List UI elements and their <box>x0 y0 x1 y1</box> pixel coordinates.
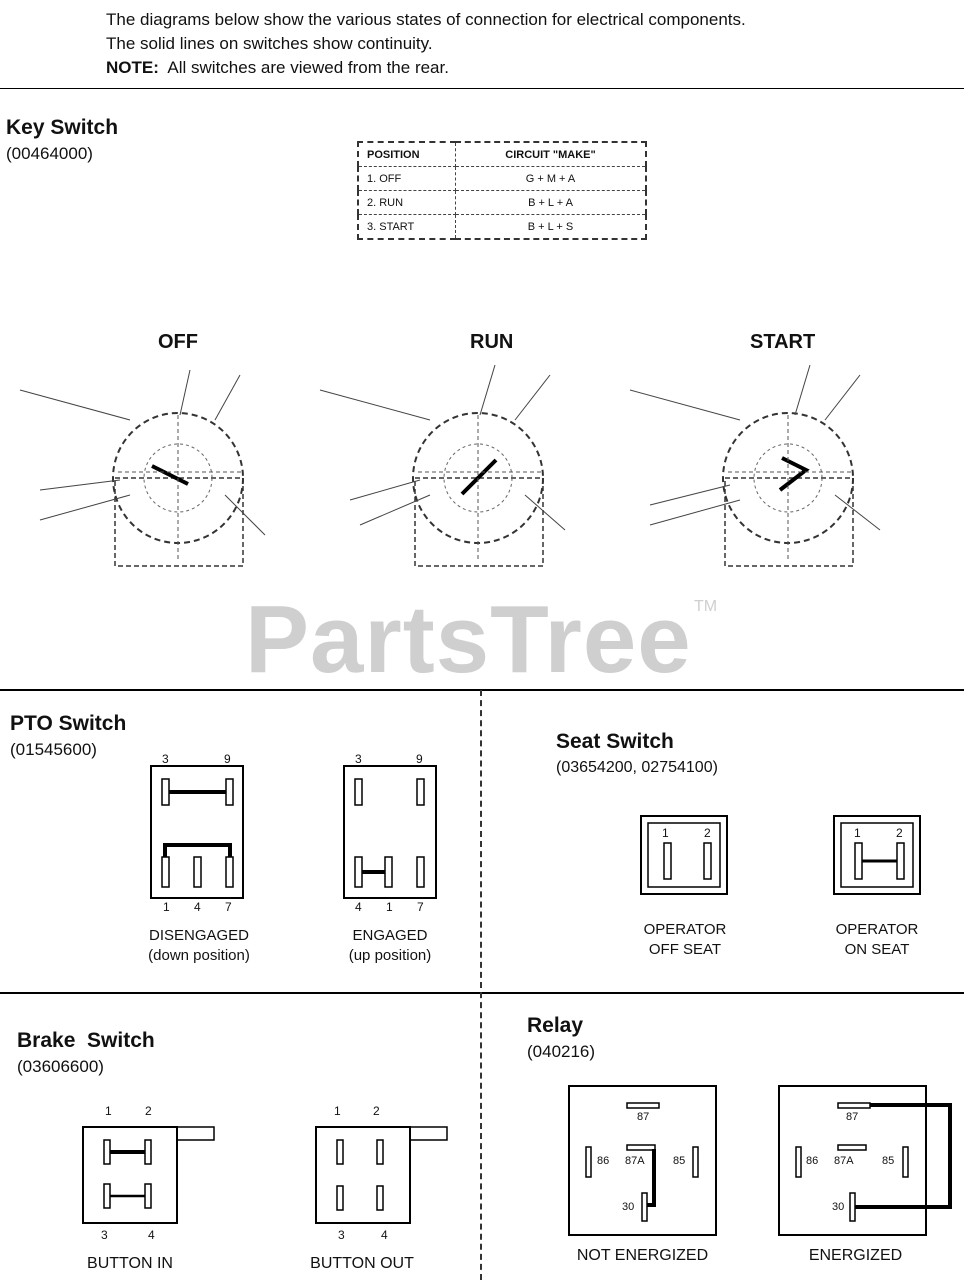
table-header-row: POSITION CIRCUIT "MAKE" <box>357 141 647 167</box>
key-switch-table: POSITION CIRCUIT "MAKE" 1. OFF G + M + A… <box>357 141 647 240</box>
key-switch-run-diagram <box>319 364 566 567</box>
table-header-cell: CIRCUIT "MAKE" <box>455 141 647 167</box>
table-header-cell: POSITION <box>357 141 456 167</box>
relay-energized-diagram <box>778 1085 952 1236</box>
table-cell: G + M + A <box>455 166 647 191</box>
pto-switch-title: PTO Switch <box>10 712 127 735</box>
table-cell: 3. START <box>357 214 456 240</box>
intro-text: The diagrams below show the various stat… <box>106 8 746 80</box>
relay-part-number: (040216) <box>527 1042 596 1061</box>
intro-line-1: The diagrams below show the various stat… <box>106 10 746 29</box>
seat-off-label: OPERATOR OFF SEAT <box>620 920 750 960</box>
relay-terminal-30: 30 <box>832 1201 845 1213</box>
pin-label: 7 <box>225 900 232 914</box>
brake-button-in-label: BUTTON IN <box>87 1255 173 1272</box>
label-line-2: (up position) <box>348 947 432 964</box>
divider-middle <box>0 689 964 691</box>
relay-terminal-87a: 87A <box>834 1155 854 1167</box>
intro-line-2: The solid lines on switches show continu… <box>106 34 433 53</box>
seat-switch-part-number: (03654200, 02754100) <box>556 759 718 776</box>
pin-label: 4 <box>381 1228 388 1242</box>
relay-title: Relay <box>527 1014 584 1037</box>
relay-terminal-85: 85 <box>882 1155 895 1167</box>
pin-label: 1 <box>105 1104 112 1118</box>
key-state-off-label: OFF <box>158 331 198 353</box>
pin-label: 4 <box>148 1228 155 1242</box>
note-label: NOTE: <box>106 58 159 77</box>
pin-label: 1 <box>334 1104 341 1118</box>
pin-label: 3 <box>338 1228 345 1242</box>
pin-label: 1 <box>854 826 861 840</box>
key-switch-title: Key Switch <box>6 116 119 139</box>
label-line-1: ENGAGED <box>352 927 428 944</box>
pin-label: 9 <box>224 752 231 766</box>
table-cell: B + L + S <box>455 214 647 240</box>
brake-button-in-diagram <box>82 1126 215 1224</box>
key-state-run-label: RUN <box>470 331 514 353</box>
table-cell: 2. RUN <box>357 190 456 215</box>
pin-label: 2 <box>373 1104 380 1118</box>
pin-label: 1 <box>163 900 170 914</box>
seat-switch-title: Seat Switch <box>556 730 674 753</box>
pin-label: 1 <box>662 826 669 840</box>
divider-top <box>0 88 964 89</box>
partstree-watermark: PartsTree <box>245 586 692 693</box>
label-line-1: OPERATOR <box>643 921 727 938</box>
pin-label: 7 <box>417 900 424 914</box>
relay-terminal-87a: 87A <box>625 1155 645 1167</box>
seat-off-diagram <box>640 815 728 895</box>
relay-terminal-85: 85 <box>673 1155 686 1167</box>
key-switch-part-number: (00464000) <box>6 144 93 163</box>
trademark-mark: TM <box>694 598 718 615</box>
label-line-1: OPERATOR <box>835 921 919 938</box>
table-row: 3. START B + L + S <box>357 214 647 240</box>
brake-switch-title: Brake Switch <box>17 1029 155 1052</box>
pto-engaged-label: ENGAGED (up position) <box>320 926 460 966</box>
key-switch-start-diagram <box>629 364 881 567</box>
relay-terminal-86: 86 <box>806 1155 819 1167</box>
pin-label: 3 <box>162 752 169 766</box>
label-line-1: DISENGAGED <box>148 927 250 944</box>
pto-disengaged-label: DISENGAGED (down position) <box>120 926 278 966</box>
pto-switch-part-number: (01545600) <box>10 740 97 759</box>
table-row: 2. RUN B + L + A <box>357 190 647 215</box>
relay-terminal-87: 87 <box>846 1111 859 1123</box>
seat-on-diagram <box>833 815 921 895</box>
label-line-2: (down position) <box>148 947 250 964</box>
key-switch-off-diagram <box>19 369 266 567</box>
table-row: 1. OFF G + M + A <box>357 166 647 191</box>
relay-not-energized-diagram <box>568 1085 717 1236</box>
brake-button-out-label: BUTTON OUT <box>310 1255 414 1272</box>
pin-label: 2 <box>704 826 711 840</box>
pto-disengaged-diagram <box>150 765 244 899</box>
pin-label: 4 <box>355 900 362 914</box>
label-line-2: ON SEAT <box>844 941 910 958</box>
table-cell: 1. OFF <box>357 166 456 191</box>
label-line-2: OFF SEAT <box>648 941 722 958</box>
intro-note: NOTE: All switches are viewed from the r… <box>106 56 746 80</box>
relay-terminal-30: 30 <box>622 1201 635 1213</box>
pin-label: 2 <box>896 826 903 840</box>
brake-switch-part-number: (03606600) <box>17 1057 104 1076</box>
relay-terminal-86: 86 <box>597 1155 610 1167</box>
pin-label: 2 <box>145 1104 152 1118</box>
relay-energized-label: ENERGIZED <box>808 1247 903 1264</box>
pin-label: 3 <box>101 1228 108 1242</box>
brake-button-out-diagram <box>315 1126 448 1224</box>
pin-label: 1 <box>386 900 393 914</box>
pin-label: 4 <box>194 900 201 914</box>
pto-engaged-diagram <box>343 765 437 899</box>
relay-terminal-87: 87 <box>637 1111 650 1123</box>
note-text: All switches are viewed from the rear. <box>167 58 449 77</box>
relay-not-energized-label: NOT ENERGIZED <box>576 1247 709 1264</box>
pin-label: 3 <box>355 752 362 766</box>
key-state-start-label: START <box>750 331 816 353</box>
divider-lower <box>0 992 964 994</box>
divider-vertical <box>480 690 482 1280</box>
pin-label: 9 <box>416 752 423 766</box>
seat-on-label: OPERATOR ON SEAT <box>812 920 942 960</box>
table-cell: B + L + A <box>455 190 647 215</box>
